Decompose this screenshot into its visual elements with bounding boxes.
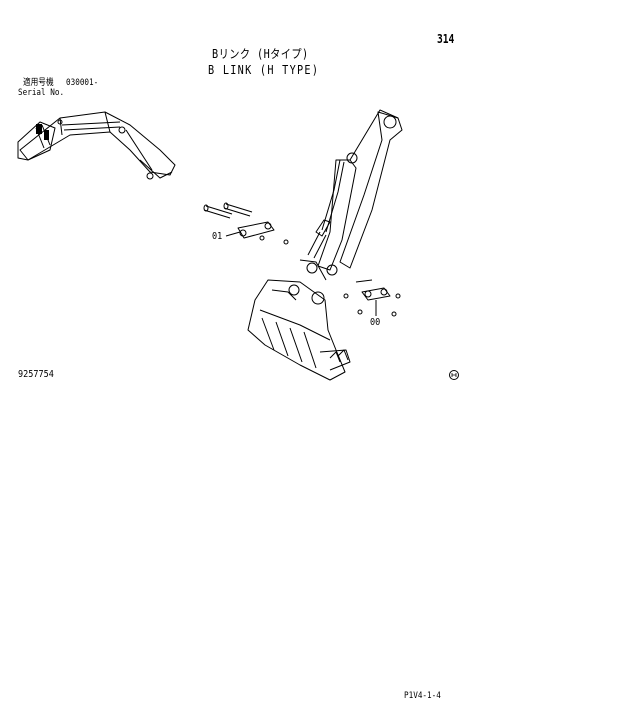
serial-label-japanese: 適用号機 (23, 78, 54, 88)
page-number: 314 (437, 32, 455, 46)
document-number: 9257754 (18, 369, 54, 380)
serial-label-english: Serial No. (18, 88, 65, 98)
callout-00: 00 (370, 317, 381, 328)
footer-page-code: P1V4-1-4 (404, 691, 441, 701)
serial-number-range: 030001- (66, 78, 99, 88)
title-japanese: Bリンク (Hタイプ) (212, 47, 309, 61)
callout-01: 01 (212, 231, 223, 242)
title-english: B LINK (H TYPE) (208, 63, 320, 77)
